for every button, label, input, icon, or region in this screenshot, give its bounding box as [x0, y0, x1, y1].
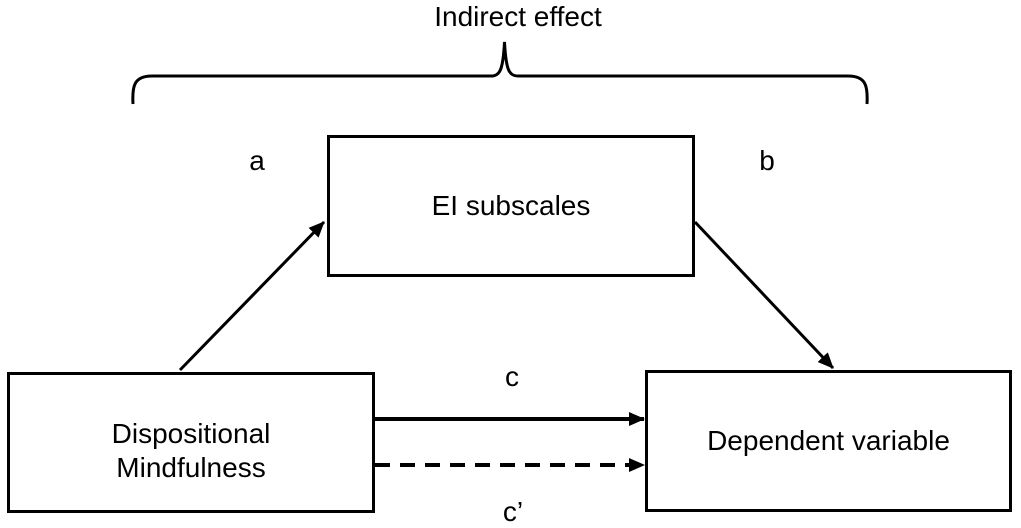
independent-variable-box: Dispositional Mindfulness	[7, 372, 375, 513]
mediator-box-label: EI subscales	[431, 190, 591, 222]
independent-variable-line-1: Dispositional	[111, 418, 271, 450]
path-label-c-prime: c’	[502, 496, 524, 527]
independent-variable-box-label: Dispositional Mindfulness	[112, 417, 271, 483]
path-label-c: c	[505, 361, 519, 392]
dependent-variable-box: Dependent variable	[645, 370, 1012, 512]
path-a-arrow	[178, 220, 326, 372]
dependent-variable-box-label: Dependent variable	[707, 425, 950, 457]
mediator-box: EI subscales	[327, 135, 695, 277]
path-label-b: b	[759, 145, 775, 176]
path-b-arrow	[693, 220, 835, 370]
indirect-effect-brace	[131, 41, 869, 105]
indirect-effect-title: Indirect effect	[434, 1, 602, 32]
path-label-a: a	[249, 145, 265, 176]
independent-variable-line-2: Mindfulness	[116, 451, 266, 483]
